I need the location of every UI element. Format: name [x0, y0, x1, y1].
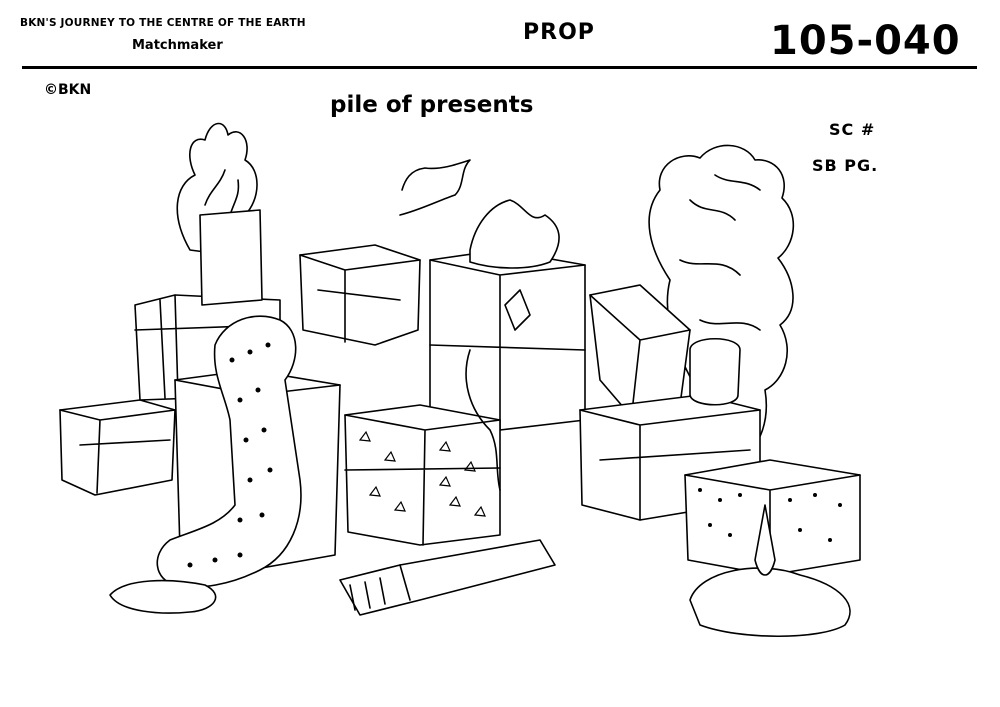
category-label: PROP: [523, 20, 595, 45]
scene-number-field: SC #: [829, 120, 876, 139]
tissue-bow: [470, 200, 559, 268]
header-rule: [22, 66, 977, 69]
smoke-plume: [649, 145, 793, 455]
present-tall-flame: [200, 210, 262, 305]
copyright-notice: ©BKN: [44, 82, 92, 98]
robot-hand: [340, 540, 555, 615]
prop-code: 105-040: [770, 18, 961, 64]
present-front-right: [685, 460, 860, 575]
tin-can: [690, 339, 740, 405]
polka-dot-snake: [157, 316, 301, 587]
production-title: BKN'S JOURNEY TO THE CENTRE OF THE EARTH: [20, 17, 306, 29]
braided-ribbon: [466, 350, 500, 490]
reaching-hand: [400, 160, 470, 215]
present-left-small: [60, 400, 175, 495]
melting-candle: [755, 505, 775, 575]
present-center-tall: [430, 250, 585, 430]
melted-puddle-left: [110, 581, 216, 613]
melted-puddle-right: [690, 568, 850, 636]
storyboard-page-field: SB PG.: [812, 156, 879, 175]
prop-title: pile of presents: [330, 92, 534, 118]
present-confetti: [345, 405, 500, 545]
episode-title: Matchmaker: [132, 38, 223, 53]
